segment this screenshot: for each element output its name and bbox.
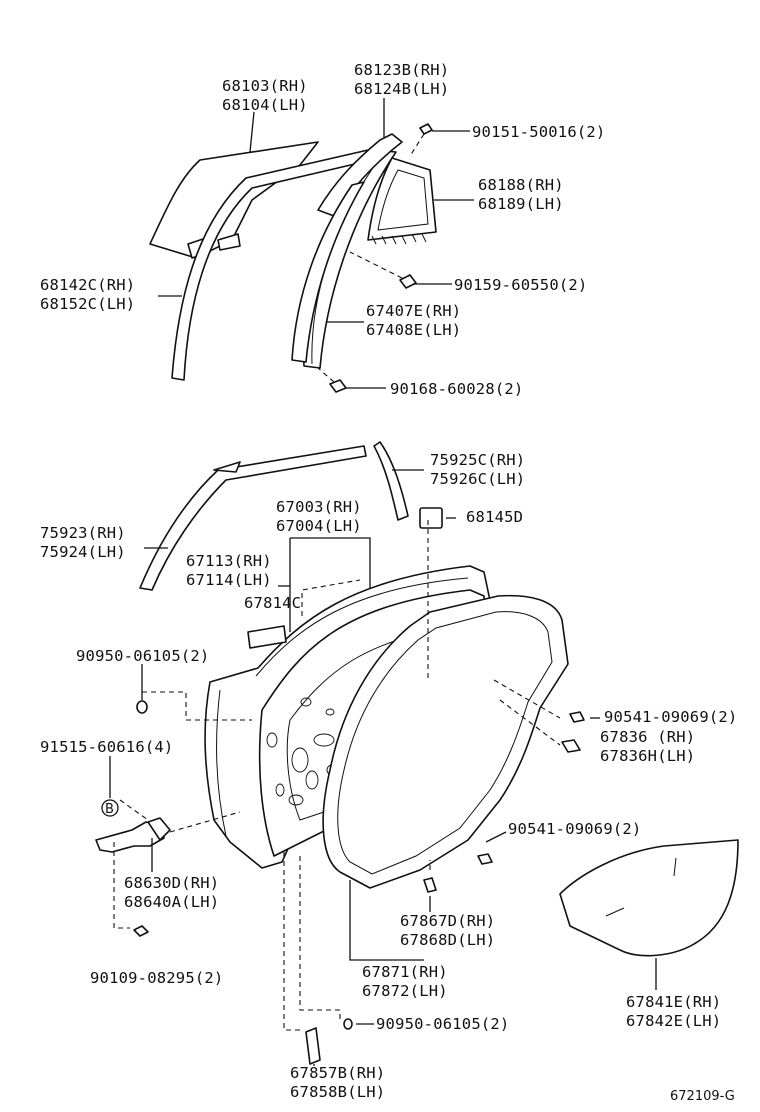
callout-b-circle <box>101 799 119 817</box>
label-90109: 90109-08295(2) <box>90 969 223 987</box>
label-75924: 75924(LH) <box>40 543 126 561</box>
quarter-window-teeth <box>371 233 427 245</box>
pad-67814c <box>247 625 287 649</box>
label-67407e: 67407E(RH) <box>366 302 461 320</box>
label-91515: 91515-60616(4) <box>40 738 173 756</box>
label-67842e: 67842E(LH) <box>626 1012 721 1030</box>
label-75926c: 75926C(LH) <box>430 470 525 488</box>
label-67814c: 67814C <box>244 594 301 612</box>
label-68630d: 68630D(RH) <box>124 874 219 892</box>
label-90168: 90168-60028(2) <box>390 380 523 398</box>
label-67857b: 67857B(RH) <box>290 1064 385 1082</box>
glass-run-rear-body <box>291 181 365 363</box>
label-68104: 68104(LH) <box>222 96 308 114</box>
label-67868d: 67868D(LH) <box>400 931 495 949</box>
bolt-90168-icon <box>317 367 347 393</box>
label-68103: 68103(RH) <box>222 77 308 95</box>
label-75923: 75923(RH) <box>40 524 126 542</box>
diagram-id: 672109-G <box>670 1089 735 1104</box>
label-68152c: 68152C(LH) <box>40 295 135 313</box>
label-67836h: 67836H(LH) <box>600 747 695 765</box>
clip-90541-lower-icon <box>477 853 493 865</box>
label-67872: 67872(LH) <box>362 982 448 1000</box>
label-67114: 67114(LH) <box>186 571 272 589</box>
screw-90151-icon <box>409 123 433 157</box>
door-check <box>95 821 165 853</box>
pad-68145d <box>419 507 443 529</box>
label-67408e: 67408E(LH) <box>366 321 461 339</box>
label-68124b: 68124B(LH) <box>354 80 449 98</box>
callout-b-label: B <box>105 802 114 817</box>
label-67113: 67113(RH) <box>186 552 272 570</box>
label-67003: 67003(RH) <box>276 498 362 516</box>
door-check-mount <box>147 817 171 841</box>
label-90541-upper: 90541-09069(2) <box>604 708 737 726</box>
plug-90950-lower-icon <box>343 1018 353 1030</box>
bolt-90159-icon <box>349 251 417 289</box>
label-90950-upper: 90950-06105(2) <box>76 647 209 665</box>
label-68640a: 68640A(LH) <box>124 893 219 911</box>
label-90950-lower: 90950-06105(2) <box>376 1015 509 1033</box>
belt-moulding <box>139 445 367 591</box>
quarter-window-inner <box>377 169 429 231</box>
label-68145d: 68145D <box>466 508 523 526</box>
clip-67836-icon <box>561 739 581 753</box>
assembly-lines <box>113 520 561 1031</box>
label-67841e: 67841E(RH) <box>626 993 721 1011</box>
clip-90541-upper-icon <box>569 711 585 723</box>
label-68123b: 68123B(RH) <box>354 61 449 79</box>
plug-90950-icon <box>136 700 148 714</box>
door-outer-edge <box>216 689 227 837</box>
label-75925c: 75925C(RH) <box>430 451 525 469</box>
clip-67867-icon <box>423 877 437 893</box>
door-outer-window-frame <box>255 577 469 677</box>
label-67871: 67871(RH) <box>362 963 448 981</box>
garnish-67857b <box>305 1027 321 1065</box>
label-67858b: 67858B(LH) <box>290 1083 385 1101</box>
label-67004: 67004(LH) <box>276 517 362 535</box>
bolt-90109-icon <box>133 925 149 937</box>
glass-bracket-2 <box>217 233 241 251</box>
belt-moulding-clip <box>213 461 241 473</box>
label-67836: 67836 (RH) <box>600 728 695 746</box>
door-weatherstrip <box>322 594 569 889</box>
label-90541-lower: 90541-09069(2) <box>508 820 641 838</box>
label-68188: 68188(RH) <box>478 176 564 194</box>
label-90151: 90151-50016(2) <box>472 123 605 141</box>
service-hole-cover <box>559 839 739 957</box>
label-67867d: 67867D(RH) <box>400 912 495 930</box>
door-weatherstrip-inner <box>337 611 553 875</box>
label-90159: 90159-60550(2) <box>454 276 587 294</box>
label-68189: 68189(LH) <box>478 195 564 213</box>
label-68142c: 68142C(RH) <box>40 276 135 294</box>
belt-upper-moulding <box>373 441 409 521</box>
cover-marks <box>605 857 677 917</box>
